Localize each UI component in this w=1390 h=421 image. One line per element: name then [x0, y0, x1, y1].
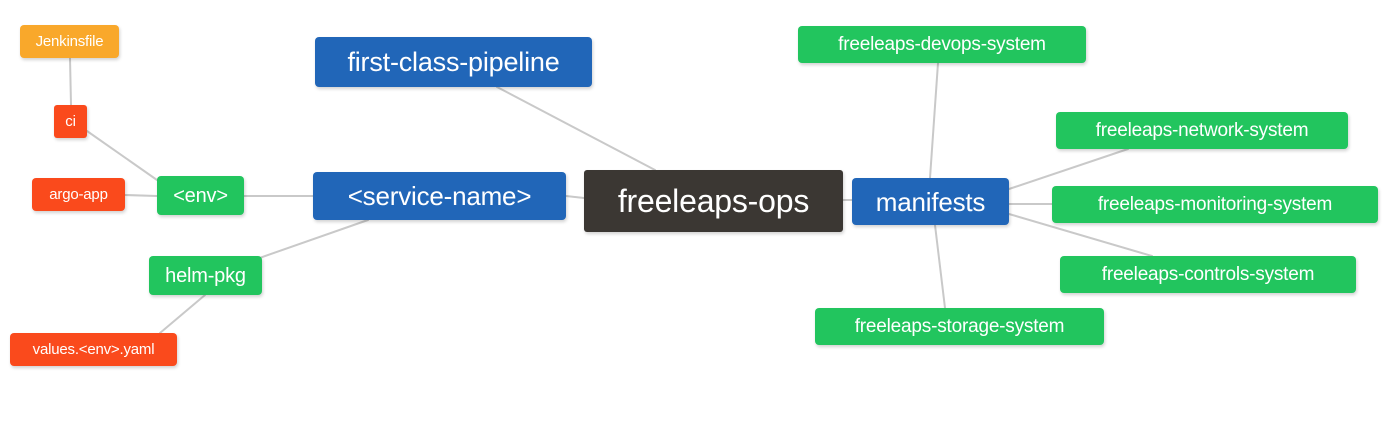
node-label: Jenkinsfile — [35, 33, 104, 50]
edge-manifests-to-freeleaps-network-system — [1008, 148, 1129, 190]
node-env[interactable]: <env> — [157, 176, 244, 215]
node-freeleaps-devops-system[interactable]: freeleaps-devops-system — [798, 26, 1086, 63]
node-label: argo-app — [49, 186, 108, 203]
node-manifests[interactable]: manifests — [852, 178, 1009, 225]
node-values-env-yaml[interactable]: values.<env>.yaml — [10, 333, 177, 366]
edge-argo-app-to-env — [124, 194, 158, 197]
node-freeleaps-monitoring-system[interactable]: freeleaps-monitoring-system — [1052, 186, 1378, 223]
edge-helm-pkg-to-service-name — [247, 219, 369, 263]
edge-manifests-to-freeleaps-devops-system — [929, 62, 939, 179]
edge-first-class-pipeline-to-freeleaps-ops — [496, 86, 656, 171]
node-label: ci — [65, 113, 76, 130]
node-label: helm-pkg — [165, 264, 246, 287]
node-label: freeleaps-monitoring-system — [1097, 194, 1333, 215]
edge-manifests-to-freeleaps-storage-system — [934, 224, 946, 309]
node-argo-app[interactable]: argo-app — [32, 178, 125, 211]
edge-service-name-to-freeleaps-ops — [565, 195, 585, 199]
node-ci[interactable]: ci — [54, 105, 87, 138]
node-freeleaps-network-system[interactable]: freeleaps-network-system — [1056, 112, 1348, 149]
node-freeleaps-ops[interactable]: freeleaps-ops — [584, 170, 843, 232]
edge-jenkinsfile-to-ci — [69, 57, 72, 106]
node-label: values.<env>.yaml — [32, 341, 155, 358]
node-label: freeleaps-network-system — [1095, 120, 1309, 141]
node-label: <service-name> — [347, 181, 532, 211]
edge-values-env-yaml-to-helm-pkg — [159, 294, 206, 334]
node-label: freeleaps-ops — [617, 183, 810, 219]
node-freeleaps-storage-system[interactable]: freeleaps-storage-system — [815, 308, 1104, 345]
node-label: manifests — [875, 186, 986, 217]
node-helm-pkg[interactable]: helm-pkg — [149, 256, 262, 295]
node-label: freeleaps-storage-system — [854, 316, 1065, 337]
node-freeleaps-controls-system[interactable]: freeleaps-controls-system — [1060, 256, 1356, 293]
node-jenkinsfile[interactable]: Jenkinsfile — [20, 25, 119, 58]
node-first-class-pipeline[interactable]: first-class-pipeline — [315, 37, 592, 87]
edge-ci-to-env — [86, 130, 158, 181]
node-label: freeleaps-devops-system — [838, 34, 1046, 55]
node-label: <env> — [173, 184, 228, 207]
node-label: freeleaps-controls-system — [1101, 264, 1315, 285]
node-label: first-class-pipeline — [347, 46, 560, 77]
node-service-name[interactable]: <service-name> — [313, 172, 566, 220]
